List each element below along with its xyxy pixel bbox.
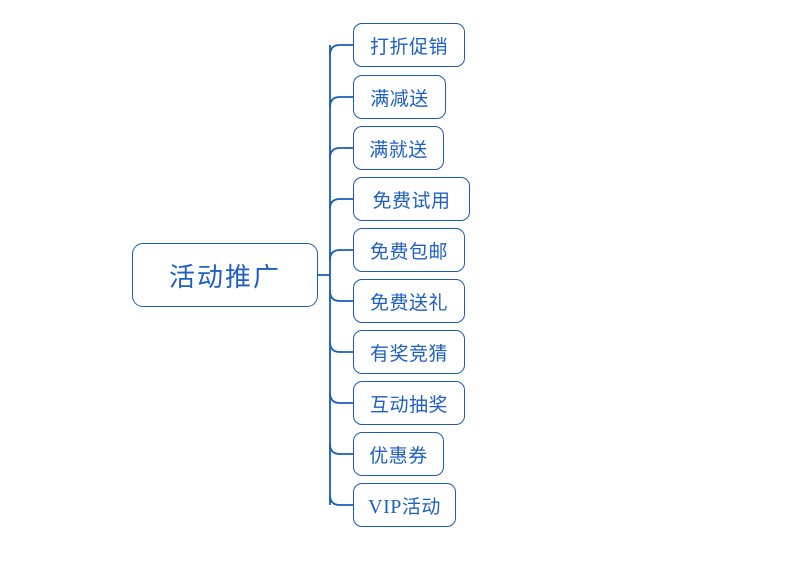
root-node-activity-promotion[interactable]: 活动推广 <box>132 243 318 307</box>
child-node-4[interactable]: 免费试用 <box>353 177 470 221</box>
child-node-label: 免费送礼 <box>369 292 448 314</box>
branch-line-4 <box>329 198 353 210</box>
child-node-3[interactable]: 满就送 <box>353 126 444 170</box>
child-node-8[interactable]: 互动抽奖 <box>353 381 465 425</box>
child-node-2[interactable]: 满减送 <box>353 75 446 119</box>
child-node-6[interactable]: 免费送礼 <box>353 279 465 323</box>
child-node-label: 优惠券 <box>369 445 428 467</box>
child-node-7[interactable]: 有奖竞猜 <box>353 330 465 374</box>
branch-line-7 <box>329 341 353 353</box>
child-node-5[interactable]: 免费包邮 <box>353 228 465 272</box>
branch-line-9 <box>329 443 353 455</box>
branch-line-3 <box>329 147 353 159</box>
branch-line-8 <box>329 392 353 404</box>
branch-line-1 <box>329 44 353 56</box>
branch-line-6 <box>329 290 353 302</box>
child-node-label: VIP活动 <box>368 495 441 518</box>
branch-line-10 <box>329 494 353 506</box>
child-node-label: 免费试用 <box>372 190 451 212</box>
child-node-9[interactable]: 优惠券 <box>353 432 444 476</box>
child-node-label: 免费包邮 <box>369 241 448 263</box>
child-node-label: 有奖竞猜 <box>369 343 448 365</box>
child-node-1[interactable]: 打折促销 <box>353 23 465 67</box>
branch-line-5 <box>329 249 353 261</box>
child-node-label: 满减送 <box>370 88 429 110</box>
child-node-label: 打折促销 <box>369 36 448 58</box>
child-node-label: 满就送 <box>369 139 428 161</box>
child-node-label: 互动抽奖 <box>369 394 448 416</box>
root-node-label: 活动推广 <box>168 261 281 292</box>
branch-line-2 <box>329 96 353 108</box>
child-node-10[interactable]: VIP活动 <box>353 483 456 527</box>
